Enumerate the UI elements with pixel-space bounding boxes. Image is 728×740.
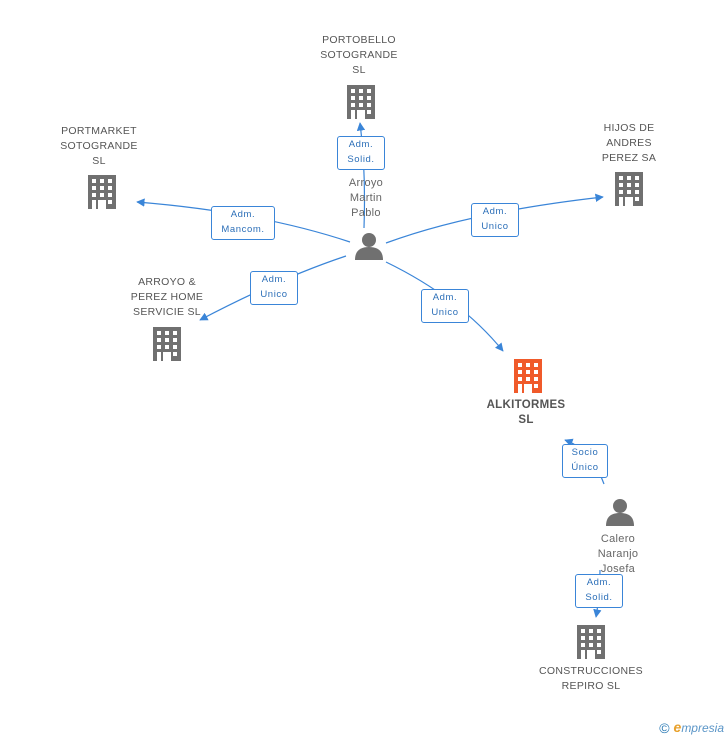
copyright-icon: © bbox=[659, 720, 670, 736]
edge-to-portobello bbox=[356, 122, 366, 229]
edge-label-to-portmarket: Adm. Mancom. bbox=[211, 206, 275, 240]
building-icon-alkitormes[interactable] bbox=[514, 359, 542, 393]
building-icon-construcciones[interactable] bbox=[577, 625, 605, 659]
node-label-portmarket[interactable]: PORTMARKET SOTOGRANDE SL bbox=[60, 125, 138, 167]
node-label-arroyo-person[interactable]: Arroyo Martin Pablo bbox=[348, 177, 384, 219]
node-label-portobello[interactable]: PORTOBELLO SOTOGRANDE SL bbox=[320, 34, 398, 76]
edge-label-to-alkitormes: Adm. Unico bbox=[421, 289, 469, 323]
building-icon-portmarket[interactable] bbox=[88, 175, 116, 209]
node-label-hijos[interactable]: HIJOS DE ANDRES PEREZ SA bbox=[601, 122, 657, 164]
building-icon-portobello[interactable] bbox=[347, 85, 375, 119]
edge-label-to-arroyo-perez: Adm. Unico bbox=[250, 271, 298, 305]
edge-label-calero-to-alkitormes: Socio Único bbox=[562, 444, 608, 478]
node-label-arroyo-perez[interactable]: ARROYO & PEREZ HOME SERVICIE SL bbox=[130, 276, 204, 318]
edge-label-calero-to-construcciones: Adm. Solid. bbox=[575, 574, 623, 608]
brand-initial: e bbox=[673, 719, 682, 735]
footer-brand: © empresia bbox=[659, 719, 724, 737]
node-label-calero-person[interactable]: Calero Naranjo Josefa bbox=[597, 533, 639, 575]
edge-label-to-hijos: Adm. Unico bbox=[471, 203, 519, 237]
building-icon-arroyo-perez[interactable] bbox=[153, 327, 181, 361]
person-icon-arroyo[interactable] bbox=[355, 233, 383, 260]
node-label-alkitormes[interactable]: ALKITORMES SL bbox=[486, 399, 566, 426]
brand-text: mpresia bbox=[681, 721, 724, 735]
building-icon-hijos[interactable] bbox=[615, 172, 643, 206]
person-icon-calero[interactable] bbox=[606, 499, 634, 526]
node-label-construcciones[interactable]: CONSTRUCCIONES REPIRO SL bbox=[539, 665, 643, 692]
edge-label-to-portobello: Adm. Solid. bbox=[337, 136, 385, 170]
brand-logo[interactable]: empresia bbox=[674, 719, 724, 737]
